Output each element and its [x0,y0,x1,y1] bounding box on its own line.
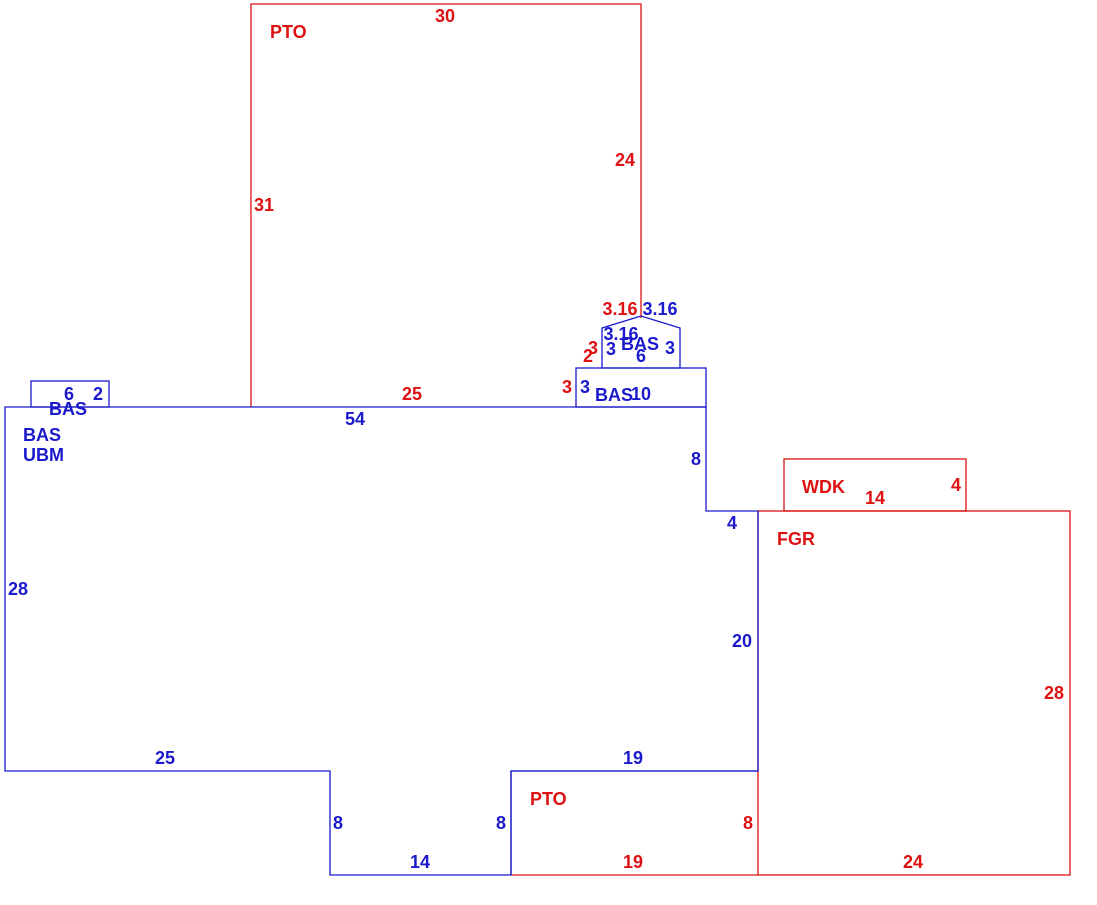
exterior-dimensions: 30 31 24 25 3.16 3 2 3 14 4 28 24 19 8 [254,6,1064,872]
bas-bay-outline [601,315,681,369]
dim-fgr-bottom: 24 [903,852,923,872]
dim-pto-top-right: 24 [615,150,635,170]
dim-rear-width: 10 [631,384,651,404]
dim-notch-right: 8 [496,813,506,833]
dim-wdk-height: 4 [951,475,961,495]
dim-fgr-right: 28 [1044,683,1064,703]
dim-pto-top-left: 31 [254,195,274,215]
bas-bump-outline [30,380,110,408]
dim-pto-bottom-width: 19 [623,852,643,872]
area-label-bas-bay: BAS [621,334,659,354]
dim-pto-top-bottom: 25 [402,384,422,404]
area-labels: BAS UBM BAS BAS BAS PTO PTO FGR WDK [23,22,845,809]
area-label-pto-bottom: PTO [530,789,567,809]
dim-wdk-width: 14 [865,488,885,508]
dim-main-bottom-right: 19 [623,748,643,768]
area-label-wdk: WDK [802,477,845,497]
area-label-bas-bump: BAS [49,399,87,419]
dim-step: 4 [727,513,737,533]
dim-bay-left: 3 [606,339,616,359]
dim-pto-bottom-right: 8 [743,813,753,833]
dim-bump-width: 6 [64,384,74,404]
dim-bay-right: 3 [665,338,675,358]
dim-main-left: 28 [8,579,28,599]
dim-bay-right-diag: 3.16 [642,299,677,319]
exterior-outlines [250,3,1071,876]
dim-bump-height: 2 [93,384,103,404]
dim-pto-top-step-a: 3 [588,338,598,358]
dim-main-right-upper: 8 [691,449,701,469]
dim-bay-bottom: 6 [636,346,646,366]
dim-main-right-lower: 20 [732,631,752,651]
dim-bay-left-diag: 3.16 [603,324,638,344]
pto-top-outline [250,3,642,407]
area-label-pto-top: PTO [270,22,307,42]
dim-pto-top-width: 30 [435,6,455,26]
area-label-ubm: UBM [23,445,64,465]
dim-main-top: 54 [345,409,365,429]
dim-pto-top-diag: 3.16 [602,299,637,319]
dim-notch-left: 8 [333,813,343,833]
building-outlines [4,315,759,876]
area-label-fgr: FGR [777,529,815,549]
area-label-bas-rear: BAS [595,385,633,405]
dim-rear-left: 3 [580,377,590,397]
area-label-bas-main: BAS [23,425,61,445]
dim-pto-top-step-c: 3 [562,377,572,397]
dim-main-bottom-left: 25 [155,748,175,768]
fgr-outline [757,510,1071,876]
building-dimensions: 54 28 25 8 14 8 19 20 4 8 10 3 6 2 3.16 … [8,299,752,872]
dim-pto-top-step-b: 2 [583,346,593,366]
dim-notch-bottom: 14 [410,852,430,872]
bas-main-outline [4,406,759,876]
